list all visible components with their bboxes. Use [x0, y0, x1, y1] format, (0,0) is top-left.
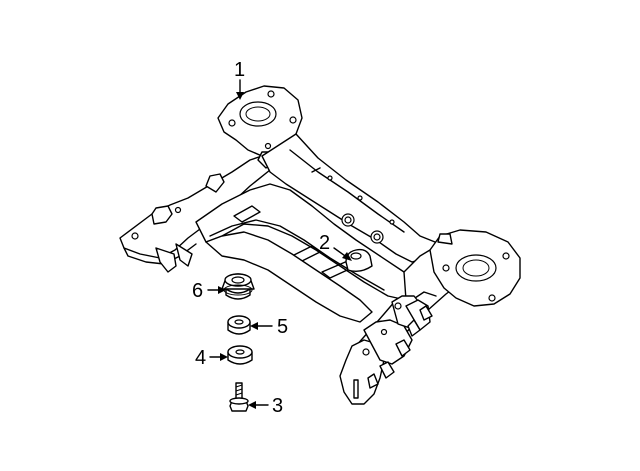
- callout-2: 2: [319, 232, 330, 254]
- rear-subframe-crossmember: [119, 85, 521, 405]
- callout-6: 6: [192, 280, 203, 302]
- part-6-mount-bushing: [221, 273, 255, 300]
- callout-leaders: [207, 79, 352, 409]
- part-3-bolt: [229, 382, 249, 412]
- part-5-insulator: [227, 315, 251, 335]
- callout-5: 5: [277, 316, 288, 338]
- callout-1: 1: [234, 59, 245, 81]
- callout-4: 4: [195, 347, 206, 369]
- part-2-bump-stop: [345, 248, 373, 273]
- callout-3: 3: [272, 395, 283, 417]
- part-4-lower-insulator: [227, 345, 253, 365]
